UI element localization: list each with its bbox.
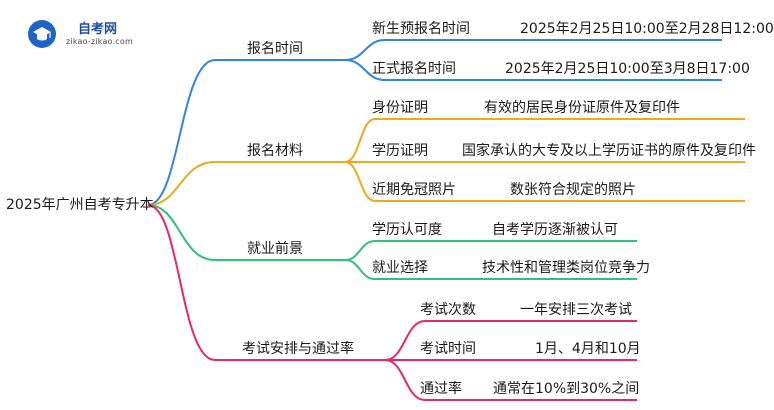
leaf-label: 就业选择 [372, 260, 428, 276]
site-logo[interactable]: 自考网 zikao-zikao.com [28, 18, 138, 50]
leaf-value: 1月、4月和10月 [535, 341, 641, 357]
connector-leaf [344, 118, 745, 163]
logo-title: 自考网 [78, 22, 118, 37]
connector-leaf [344, 240, 637, 261]
leaf-label: 正式报名时间 [372, 61, 456, 77]
connector-leaf [344, 59, 722, 81]
branch-exam-schedule: 考试安排与通过率 [242, 341, 354, 357]
leaf-label: 学历认可度 [372, 222, 442, 238]
leaf-value: 技术性和管理类岗位竞争力 [482, 260, 650, 276]
connector-leaf [384, 320, 637, 361]
leaf-label: 考试次数 [420, 302, 476, 318]
connector-leaf [344, 259, 637, 280]
leaf-label: 学历证明 [372, 143, 428, 159]
leaf-value: 2025年2月25日10:00至3月8日17:00 [505, 61, 750, 77]
leaf-value: 数张符合规定的照片 [510, 182, 636, 198]
branch-employment: 就业前景 [247, 241, 303, 257]
leaf-value: 有效的居民身份证原件及复印件 [484, 100, 680, 116]
connector-leaf [344, 161, 745, 202]
leaf-label: 通过率 [420, 381, 462, 397]
connector-leaf [384, 359, 637, 401]
connector-leaf [344, 39, 722, 61]
branch-materials: 报名材料 [247, 143, 303, 159]
graduation-cap-icon [28, 20, 56, 48]
leaf-label: 考试时间 [420, 341, 476, 357]
mindmap-connectors [147, 39, 745, 401]
logo-url: zikao-zikao.com [66, 37, 133, 46]
leaf-value: 2025年2月25日10:00至2月28日12:00 [520, 21, 774, 37]
leaf-value: 国家承认的大专及以上学历证书的原件及复印件 [462, 143, 756, 159]
leaf-label: 身份证明 [372, 100, 428, 116]
connector-branch-4 [147, 204, 385, 361]
connector-branch-2 [147, 161, 345, 206]
connector-branch-1 [147, 59, 345, 206]
leaf-label: 近期免冠照片 [372, 182, 456, 198]
branch-registration-time: 报名时间 [247, 41, 303, 57]
leaf-value: 自考学历逐渐被认可 [492, 222, 618, 238]
root-node: 2025年广州自考专升本 [6, 197, 154, 213]
leaf-label: 新生预报名时间 [372, 21, 470, 37]
connector-branch-3 [147, 204, 345, 261]
leaf-value: 一年安排三次考试 [520, 302, 632, 318]
leaf-value: 通常在10%到30%之间 [493, 381, 640, 397]
